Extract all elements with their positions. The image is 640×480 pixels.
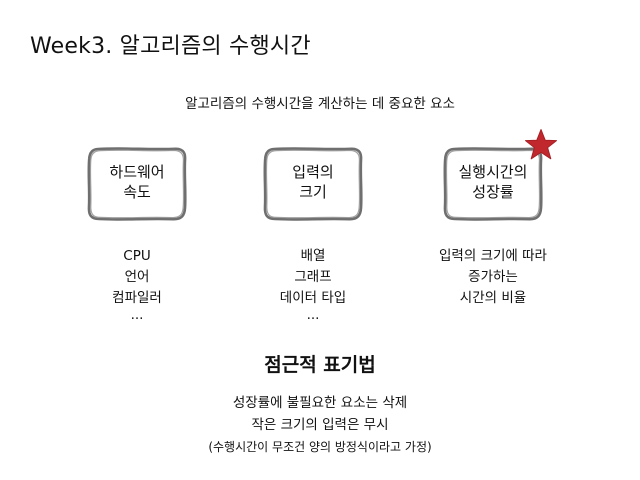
factor-card-label: 입력의 크기 — [292, 163, 334, 201]
factor-examples-input: 배열 그래프 데이터 타입 ... — [238, 246, 388, 323]
list-item: 입력의 크기에 따라 — [439, 248, 547, 264]
list-item: 컴파일러 — [112, 290, 162, 306]
list-item: 증가하는 — [468, 269, 518, 285]
list-item: 작은 크기의 입력은 무시 — [251, 417, 389, 433]
slide-title: Week3. 알고리즘의 수행시간 — [30, 34, 311, 59]
card-border — [263, 147, 363, 221]
section-title: 점근적 표기법 — [264, 354, 376, 376]
factor-card-label: 실행시간의 성장률 — [458, 163, 528, 201]
list-item: ... — [130, 307, 144, 323]
list-item: 성장률에 불필요한 요소는 삭제 — [232, 395, 408, 411]
factor-card-hardware-speed: 하드웨어 속도 — [86, 146, 188, 222]
list-item: (수행시간이 무조건 양의 방정식이라고 가정) — [208, 440, 432, 454]
factor-card-label: 하드웨어 속도 — [109, 163, 165, 201]
factor-examples-growth: 입력의 크기에 따라 증가하는 시간의 비율 — [418, 246, 568, 309]
list-item: CPU — [123, 248, 151, 264]
card-border — [87, 147, 187, 221]
list-item: 시간의 비율 — [459, 290, 527, 306]
factor-examples-hardware: CPU 언어 컴파일러 ... — [62, 246, 212, 323]
list-item: 배열 — [300, 248, 326, 264]
list-item: 언어 — [124, 269, 150, 285]
list-item: 그래프 — [294, 269, 332, 285]
star-icon — [525, 129, 557, 160]
list-item: 데이터 타입 — [279, 290, 347, 306]
notation-points: 성장률에 불필요한 요소는 삭제 작은 크기의 입력은 무시 (수행시간이 무조… — [0, 392, 640, 458]
list-item: ... — [306, 307, 320, 323]
factor-card-input-size: 입력의 크기 — [262, 146, 364, 222]
slide-subtitle: 알고리즘의 수행시간을 계산하는 데 중요한 요소 — [185, 96, 455, 112]
